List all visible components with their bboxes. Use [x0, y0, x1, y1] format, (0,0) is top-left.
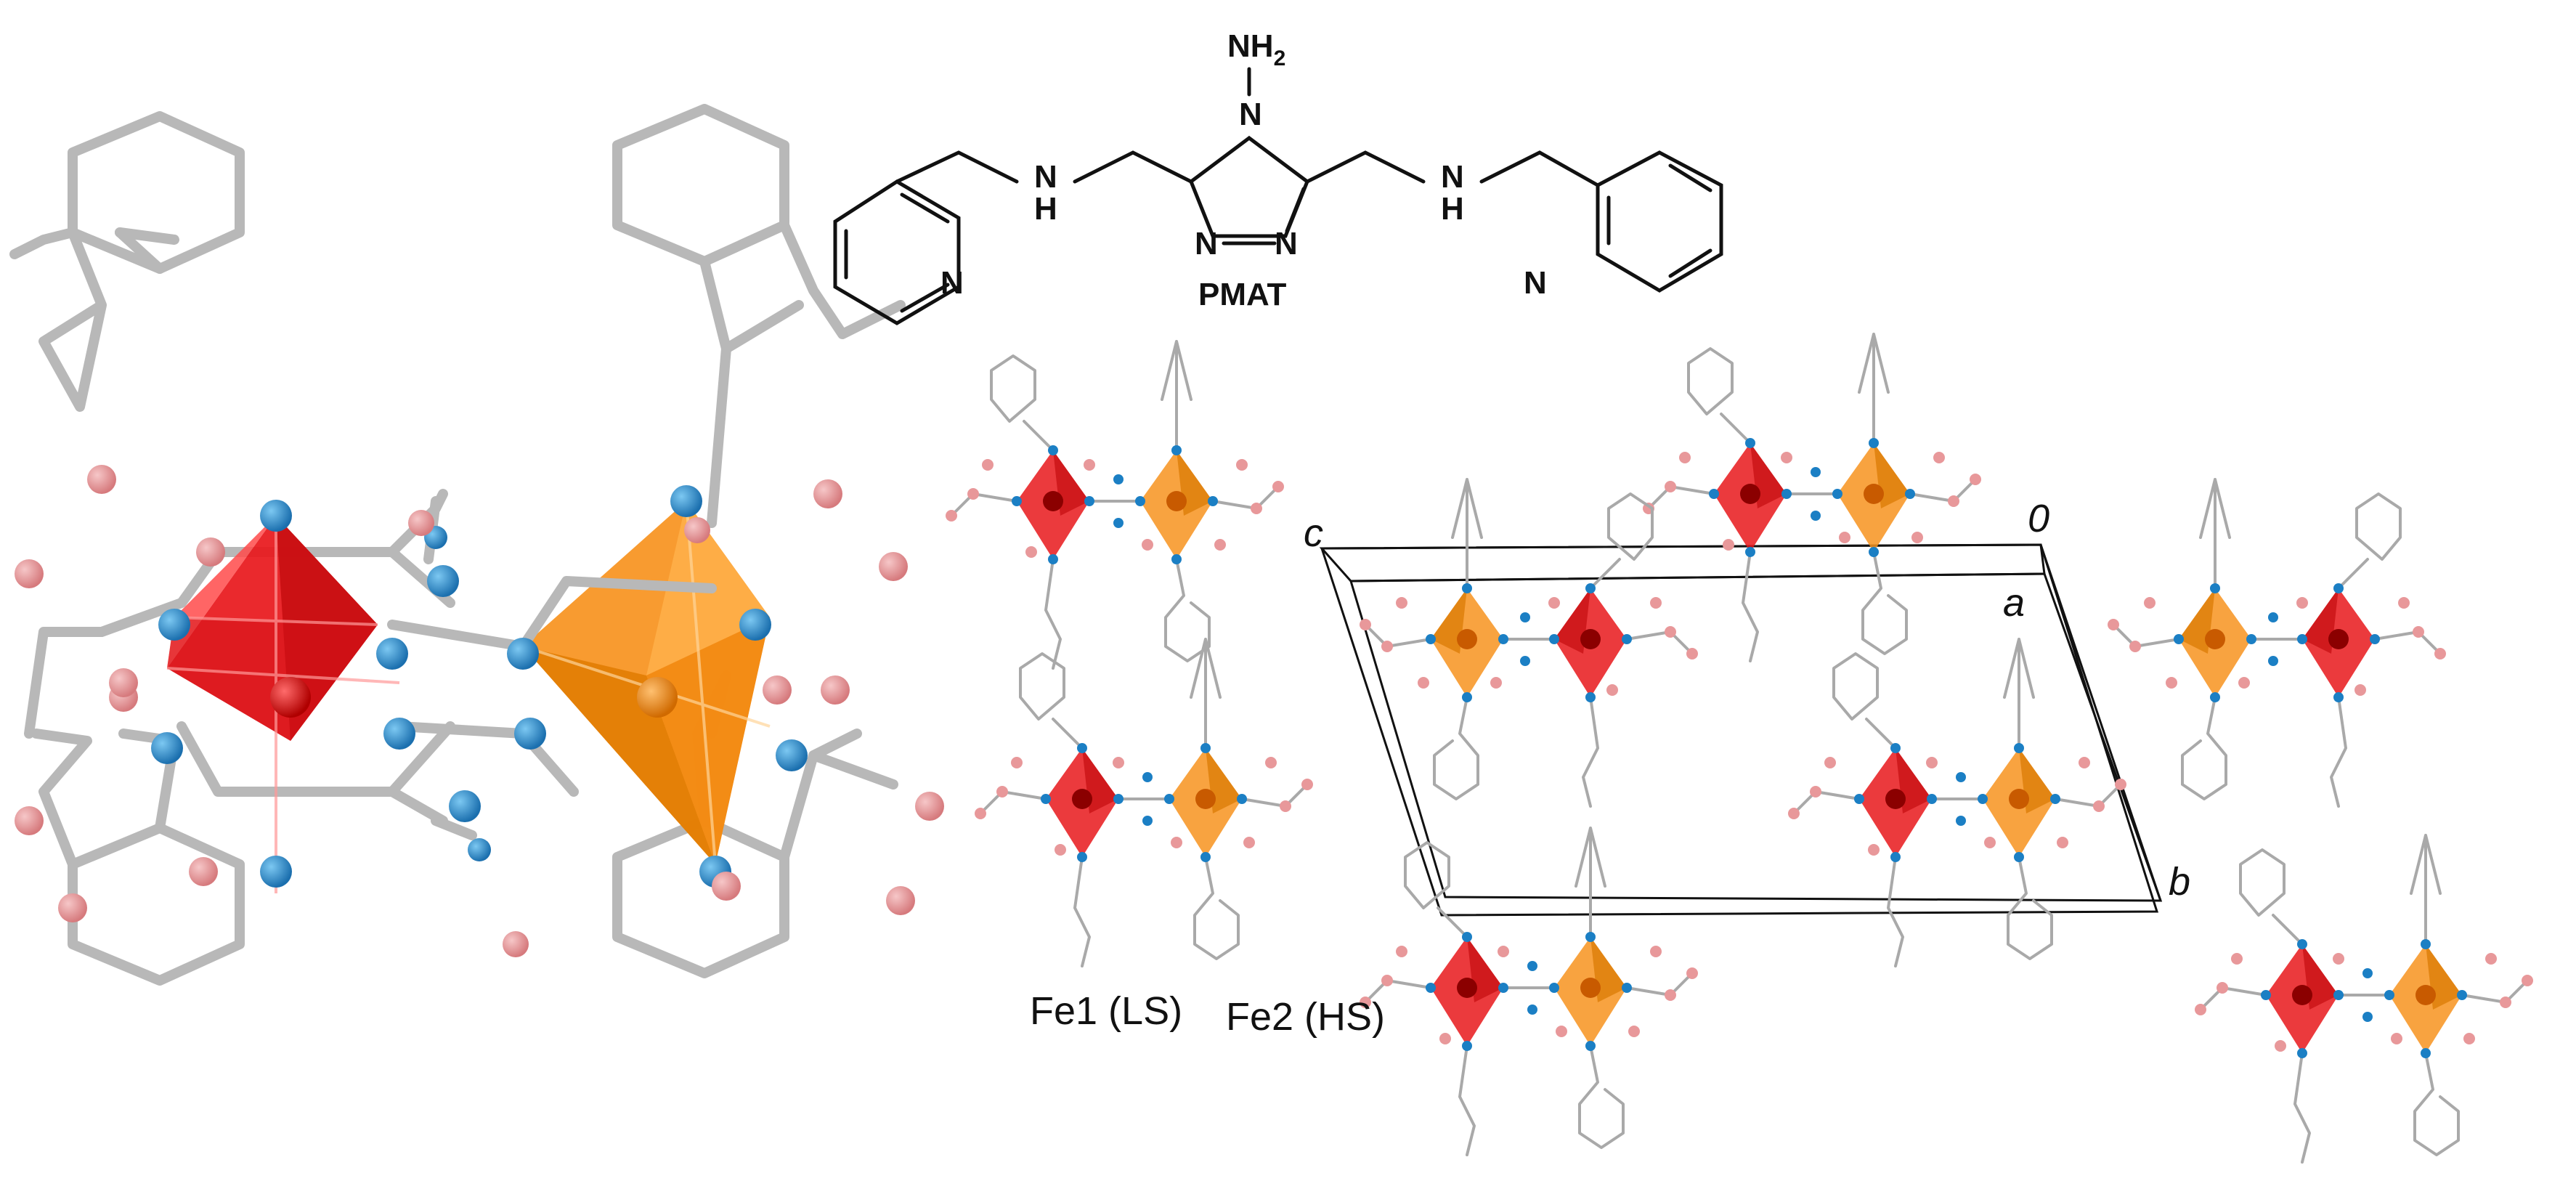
packing-unit — [1358, 478, 1699, 808]
packing-unit — [1358, 827, 1699, 1156]
packing-unit — [973, 638, 1315, 967]
dinuclear-complex-model — [9, 104, 944, 986]
axis-a-label: a — [2003, 581, 2025, 625]
triazole-n-top: N — [1239, 97, 1262, 132]
fe1-label: Fe1 (LS) — [1030, 989, 1182, 1033]
packing-unit — [1641, 333, 1983, 662]
fe2-label: Fe2 (HS) — [1226, 995, 1385, 1039]
unit-cell — [1319, 543, 2163, 917]
packing-unit — [2193, 834, 2535, 1164]
ligand-name: PMAT — [1198, 277, 1287, 312]
packing-unit — [1787, 638, 2128, 967]
pmat-structure: NH2 N N N N H N H N N PMAT — [833, 28, 1723, 325]
pyridine-n-right: N — [1524, 265, 1547, 301]
fe2-atom — [637, 677, 678, 718]
triazole-n-left: N — [1195, 226, 1218, 261]
axis-c-label: c — [1304, 511, 1323, 555]
pyridine-n-left: N — [940, 265, 964, 301]
amine-h-right: H — [1441, 191, 1464, 227]
amine-n-left: N — [1034, 159, 1057, 195]
origin-label: 0 — [2028, 497, 2049, 540]
axis-b-label: b — [2169, 860, 2190, 904]
crystal-packing: c 0 a b Fe1 (LS) Fe2 (HS) — [944, 333, 2535, 1164]
fluorine-atoms — [15, 465, 944, 957]
carbon-framework — [9, 104, 906, 986]
amine-n-right: N — [1441, 159, 1464, 195]
triazole-n-right: N — [1275, 226, 1298, 261]
packing-unit — [944, 340, 1285, 670]
packing-unit — [2106, 478, 2447, 808]
amine-h-left: H — [1034, 191, 1057, 227]
fe1-atom — [270, 677, 311, 718]
nh2-label: NH2 — [1227, 28, 1285, 70]
